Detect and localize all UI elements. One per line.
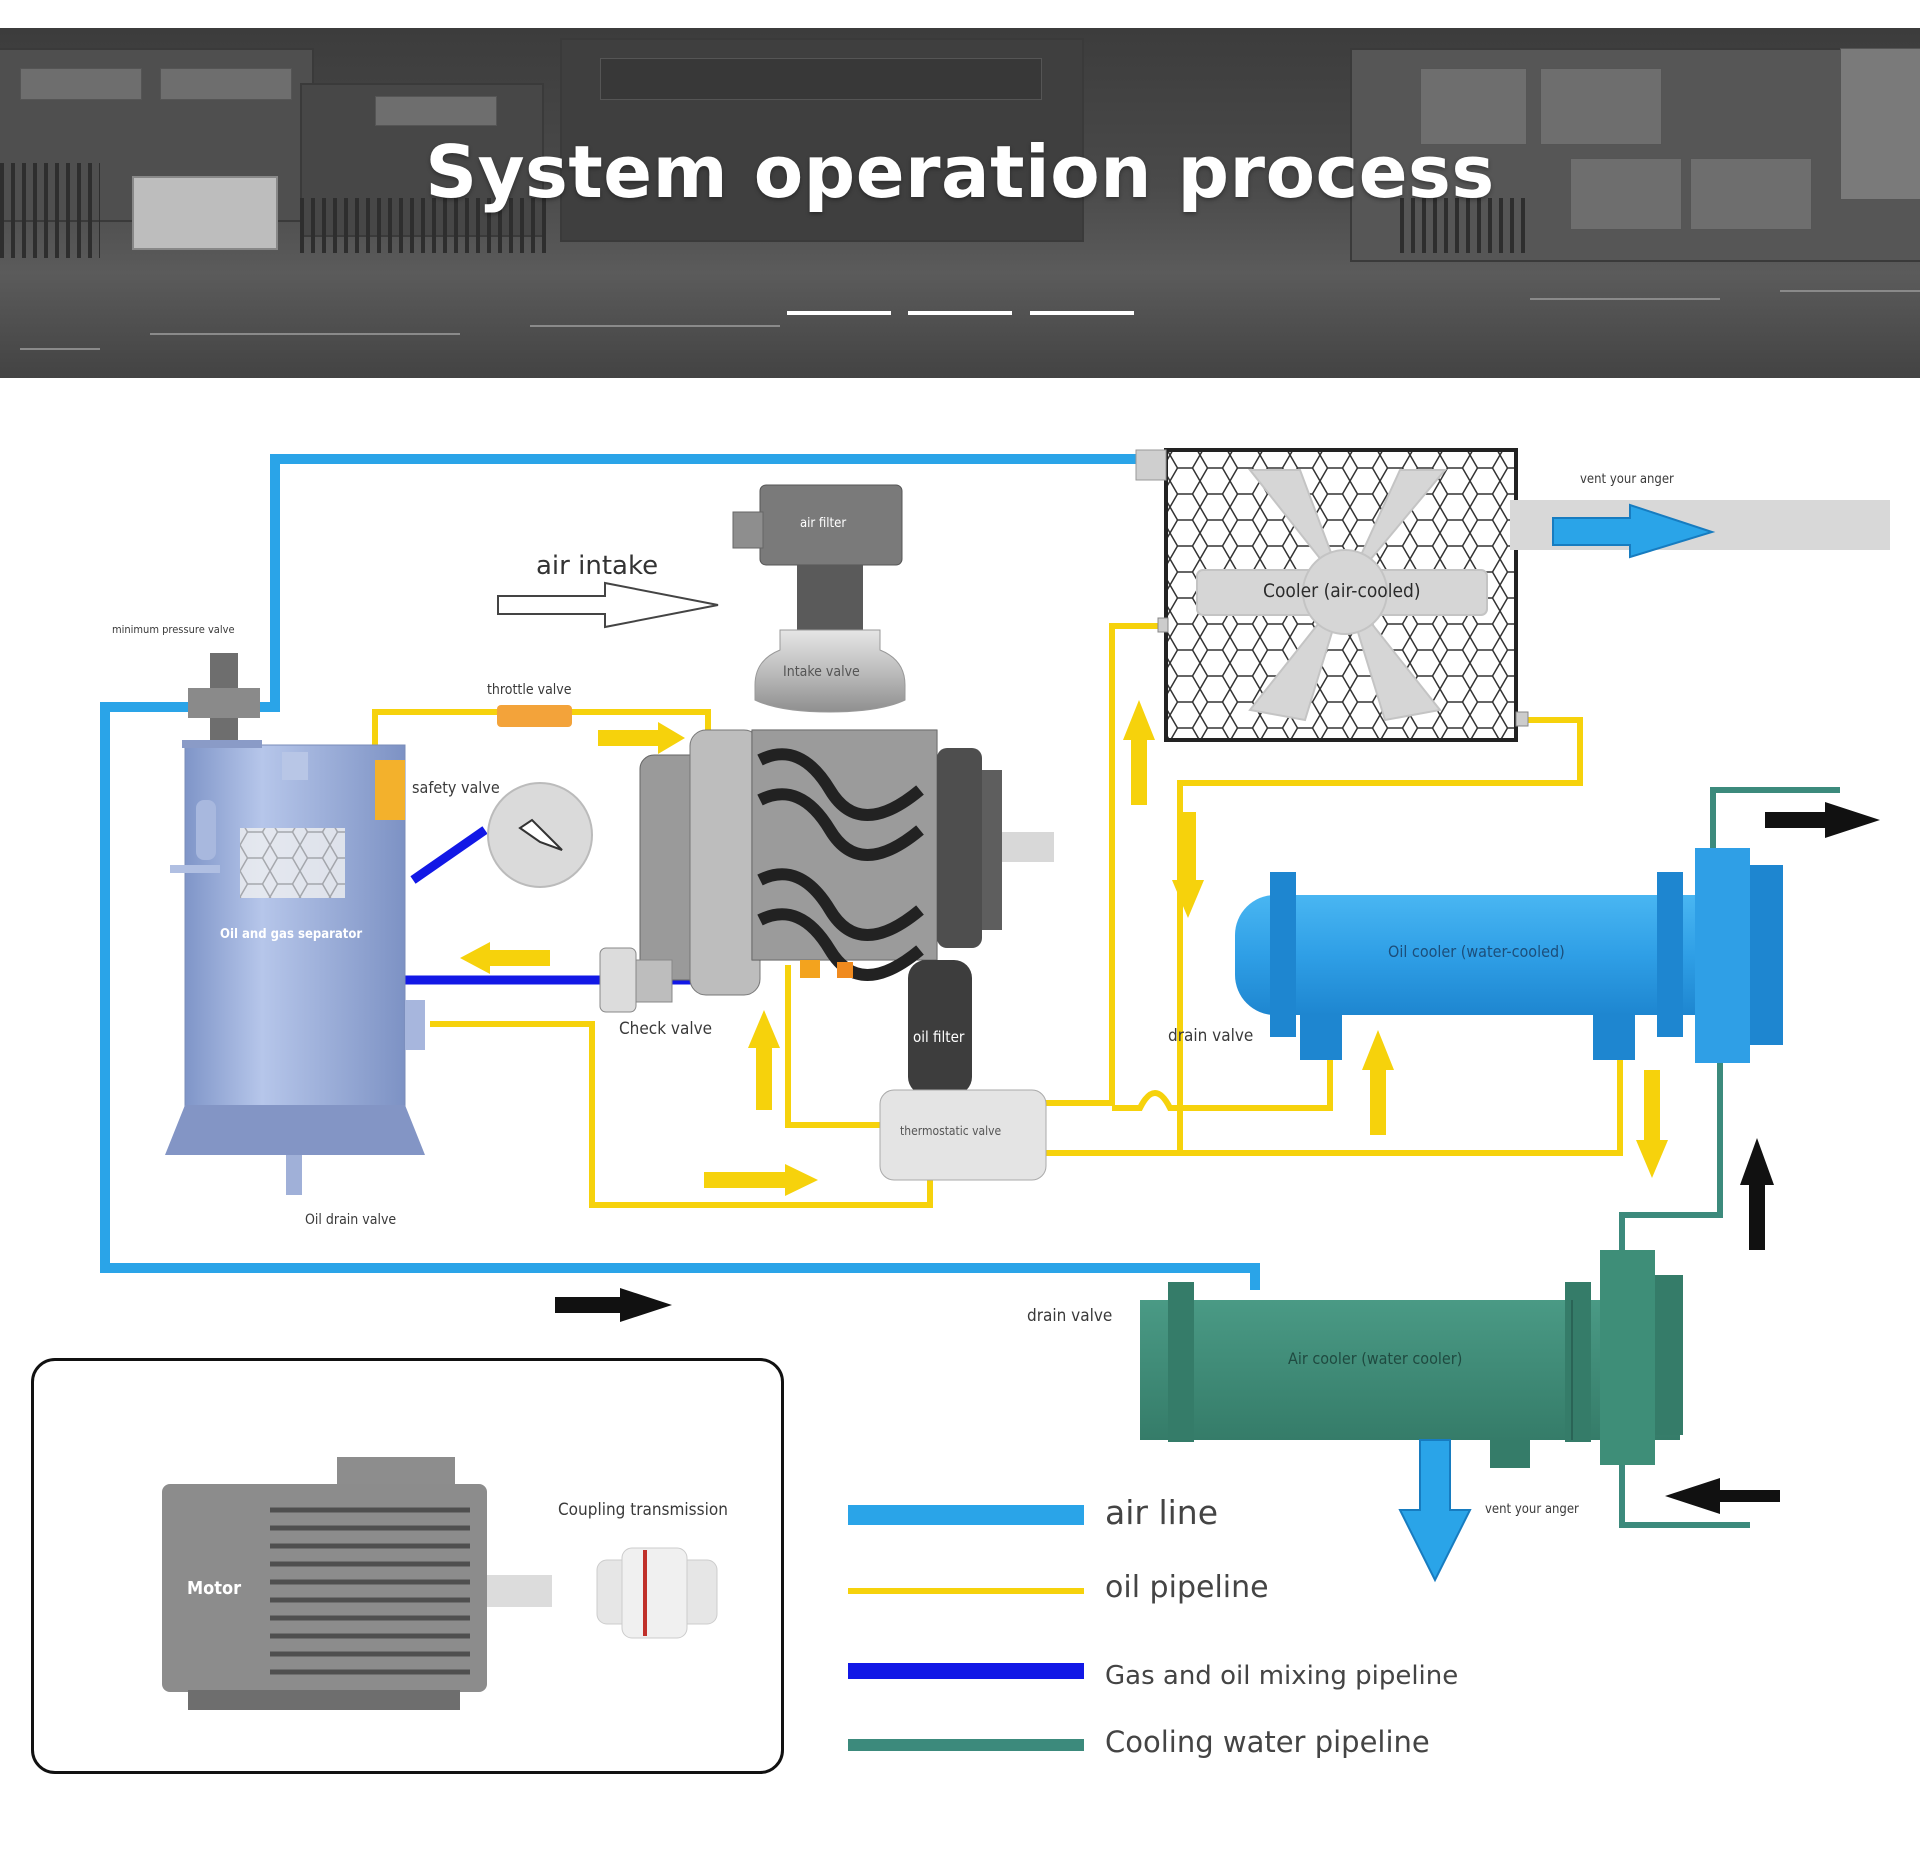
label-motor: Motor xyxy=(187,1578,242,1599)
building-window xyxy=(1570,158,1682,230)
label-vent-bottom: vent your anger xyxy=(1485,1502,1579,1517)
building-window xyxy=(1420,68,1527,145)
air-line xyxy=(100,454,1260,1290)
screw-compressor xyxy=(639,729,1054,996)
building-window xyxy=(160,68,292,100)
road-line xyxy=(20,348,100,350)
oil-flow-arrows xyxy=(460,700,1668,1196)
label-coupling: Coupling transmission xyxy=(558,1500,728,1520)
road-line xyxy=(150,333,460,335)
road-line xyxy=(1780,290,1920,292)
cooling-water-pipeline xyxy=(1619,787,1840,1528)
label-minimum-pressure-valve: minimum pressure valve xyxy=(112,623,235,636)
label-oil-cooler: Oil cooler (water-cooled) xyxy=(1388,942,1565,961)
motor-section-frame xyxy=(31,1358,784,1774)
header-banner: System operation process xyxy=(0,28,1920,378)
legend-swatch-mix xyxy=(848,1663,1084,1679)
road-line xyxy=(1530,298,1720,300)
legend-swatch-air xyxy=(848,1505,1084,1525)
building-window xyxy=(1540,68,1662,145)
legend-swatch-oil xyxy=(848,1588,1084,1594)
air-filter-assembly xyxy=(732,484,906,713)
building-window xyxy=(1690,158,1812,230)
label-drain-valve-air: drain valve xyxy=(1027,1306,1113,1326)
road-line xyxy=(530,325,780,327)
label-cooler-air-cooled: Cooler (air-cooled) xyxy=(1263,580,1421,602)
check-valve xyxy=(599,947,673,1013)
building-window xyxy=(375,96,497,126)
arrow-air-intake xyxy=(497,581,719,629)
fence xyxy=(300,198,550,253)
building-window xyxy=(20,68,142,100)
label-air-filter: air filter xyxy=(800,516,847,531)
label-air-cooler: Air cooler (water cooler) xyxy=(1288,1349,1463,1368)
carousel-indicator-3[interactable] xyxy=(1030,311,1134,315)
label-oil-drain-valve: Oil drain valve xyxy=(305,1212,397,1228)
label-thermostatic-valve: thermostatic valve xyxy=(900,1124,1002,1138)
page-title: System operation process xyxy=(425,130,1495,214)
label-oil-filter: oil filter xyxy=(913,1028,965,1046)
legend-label-oil: oil pipeline xyxy=(1105,1570,1269,1605)
throttle-valve xyxy=(497,705,572,727)
label-safety-valve: safety valve xyxy=(412,778,500,797)
legend-label-mix: Gas and oil mixing pipeline xyxy=(1105,1661,1459,1691)
oil-cooler xyxy=(1235,848,1783,1063)
label-check-valve: Check valve xyxy=(619,1019,713,1039)
gate-sign xyxy=(132,176,278,250)
carousel-indicator-1[interactable] xyxy=(787,311,891,315)
legend-swatch-water xyxy=(848,1739,1084,1751)
carousel-indicator-2[interactable] xyxy=(908,311,1012,315)
label-throttle-valve: throttle valve xyxy=(487,682,572,698)
water-flow-arrows xyxy=(555,802,1880,1514)
building-window xyxy=(600,58,1042,100)
legend-label-air: air line xyxy=(1105,1493,1219,1532)
arrow-air-down xyxy=(1398,1439,1472,1583)
legend-label-water: Cooling water pipeline xyxy=(1105,1725,1430,1759)
label-oil-gas-separator: Oil and gas separator xyxy=(220,927,363,942)
label-air-intake: air intake xyxy=(536,551,659,581)
coupling xyxy=(596,1547,718,1639)
thermostatic-valve xyxy=(879,1089,1047,1181)
oil-filter xyxy=(908,960,972,1095)
label-intake-valve: Intake valve xyxy=(783,664,860,680)
building-window xyxy=(1840,48,1920,200)
air-cooler-water xyxy=(1140,1250,1683,1468)
fence xyxy=(1400,198,1530,253)
fence xyxy=(0,163,100,258)
air-cooled-cooler xyxy=(1135,448,1890,742)
arrow-air-out xyxy=(1552,503,1716,559)
label-drain-valve-oil: drain valve xyxy=(1168,1026,1254,1046)
motor xyxy=(162,1457,552,1710)
oil-gas-separator xyxy=(165,653,425,1195)
label-vent-top: vent your anger xyxy=(1580,472,1674,487)
pressure-gauge xyxy=(487,782,593,888)
